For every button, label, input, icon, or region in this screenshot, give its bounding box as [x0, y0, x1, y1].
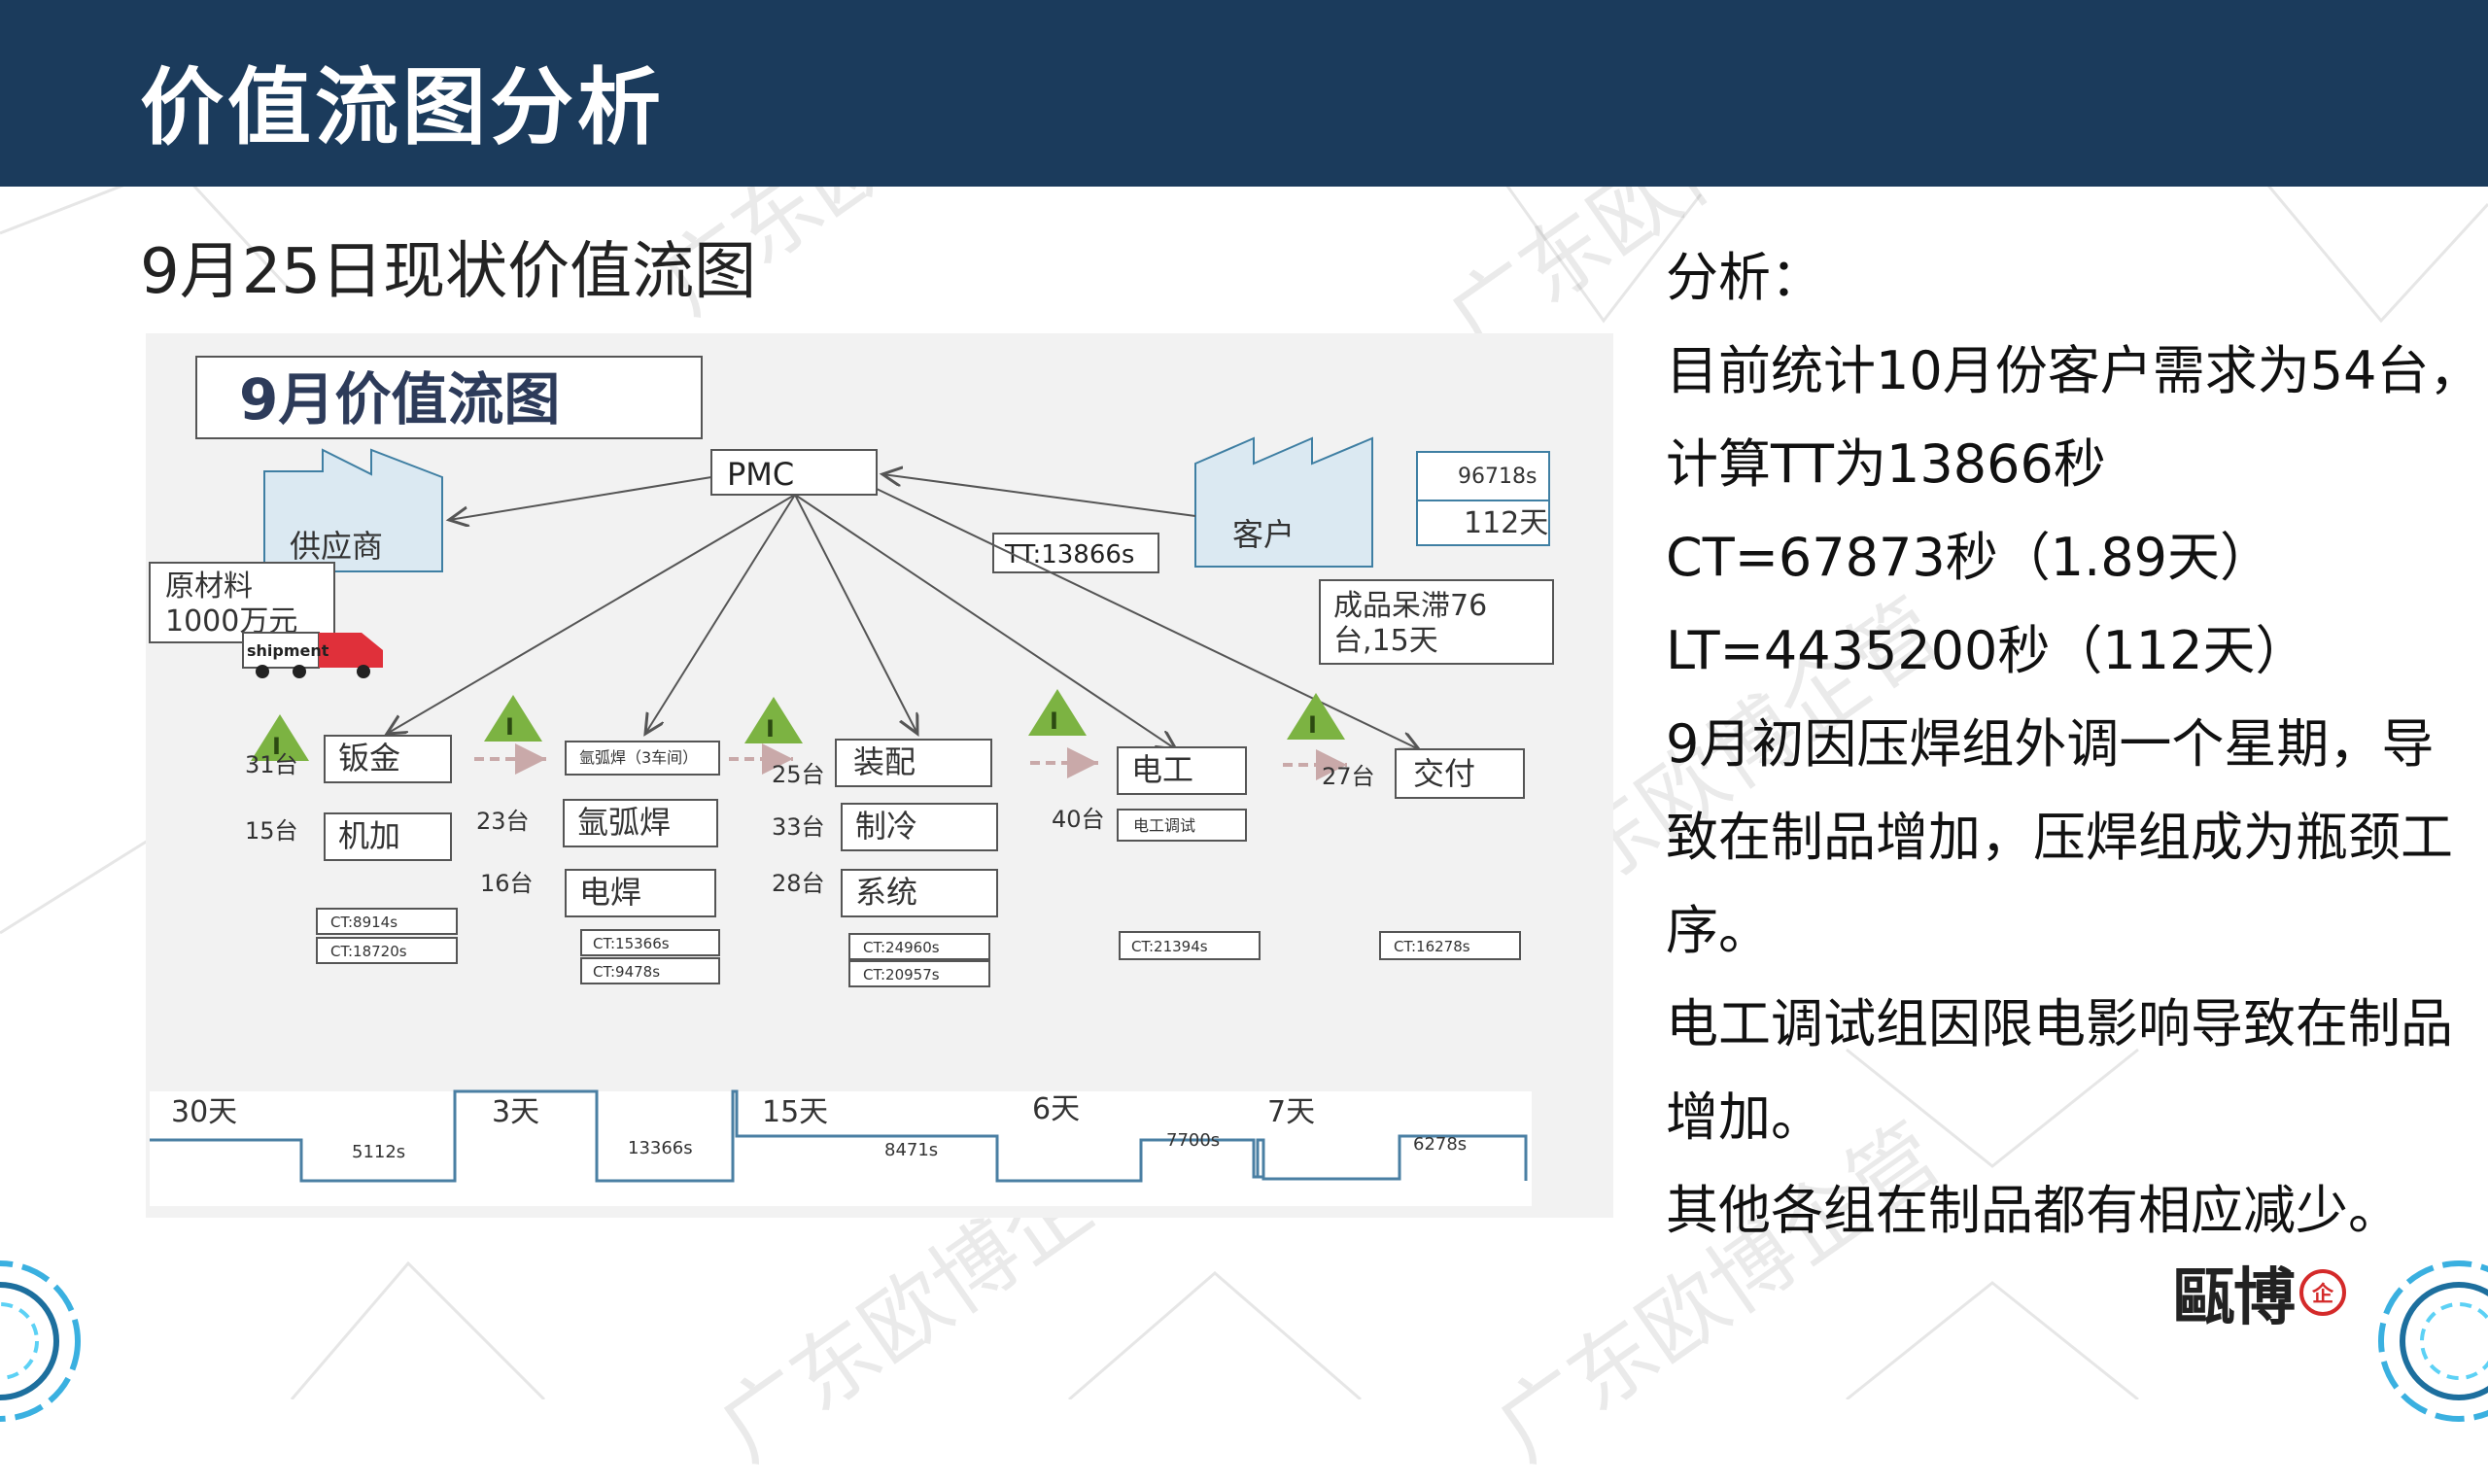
process-sheet-metal: 钣金	[338, 740, 400, 777]
analysis-line: 计算TT为13866秒	[1666, 418, 2463, 511]
logo-text: 甌博	[2173, 1248, 2294, 1337]
inventory-count: 16台	[480, 870, 534, 897]
ct-value: CT:20957s	[863, 966, 940, 984]
ct-value: CT:15366s	[593, 935, 670, 952]
ct-value: CT:8914s	[330, 914, 397, 931]
section-subtitle: 9月25日现状价值流图	[140, 222, 756, 311]
inventory-count: 33台	[772, 813, 825, 841]
corner-decoration-icon	[0, 1254, 87, 1429]
inventory-triangle-icon: I	[1028, 689, 1087, 736]
inventory-count: 23台	[476, 808, 530, 835]
process-machining: 机加	[338, 817, 400, 854]
analysis-line: 电工调试组因限电影响导致在制品	[1666, 978, 2463, 1071]
process-delivery: 交付	[1413, 755, 1475, 792]
analysis-line: 致在制品增加，压焊组成为瓶颈工	[1666, 791, 2463, 884]
inventory-count: 31台	[245, 751, 298, 778]
inventory-triangle-icon: I	[1287, 693, 1345, 740]
value-stream-diagram: 9月价值流图 PMC 供应商 客户 96718s 112天 TT:13866s …	[146, 333, 1613, 1218]
process-assembly: 装配	[853, 743, 916, 780]
timeline-second: 8471s	[884, 1140, 938, 1160]
timeline-day: 3天	[492, 1095, 539, 1129]
ct-labels: CT:8914s CT:18720s CT:15366s CT:9478s CT…	[330, 914, 1470, 984]
process-electrician-test: 电工调试	[1133, 816, 1195, 835]
demand-seconds: 96718s	[1458, 465, 1537, 489]
timeline-second: 7700s	[1166, 1130, 1220, 1151]
inventory-triangle-icon: I	[484, 695, 542, 742]
ct-value: CT:18720s	[330, 943, 407, 960]
tt-label: TT:13866s	[1004, 540, 1134, 569]
ct-value: CT:24960s	[863, 939, 940, 956]
corner-decoration-icon	[2371, 1254, 2488, 1429]
process-refrigeration: 制冷	[855, 808, 917, 845]
timeline-day: 6天	[1032, 1092, 1080, 1126]
header-bar: 价值流图分析	[0, 0, 2488, 187]
svg-text:I: I	[1308, 711, 1317, 739]
demand-days: 112天	[1464, 506, 1548, 540]
timeline-day: 7天	[1267, 1095, 1315, 1129]
analysis-line: CT=67873秒（1.89天）	[1666, 511, 2463, 604]
logo-seal-icon: 企	[2299, 1269, 2346, 1316]
raw-material-line1: 原材料	[165, 569, 253, 604]
timeline-second: 5112s	[352, 1142, 405, 1162]
page-title: 价值流图分析	[140, 39, 665, 160]
svg-text:I: I	[766, 715, 775, 742]
inventory-triangle-icon: I	[744, 697, 803, 743]
process-electric-weld: 电焊	[579, 874, 641, 911]
timeline-day: 30天	[171, 1095, 237, 1129]
analysis-line: LT=4435200秒（112天）	[1666, 604, 2463, 698]
process-electrician: 电工	[1131, 751, 1193, 788]
timeline-second: 6278s	[1413, 1134, 1467, 1155]
analysis-line: 其他各组在制品都有相应减少。	[1666, 1164, 2463, 1258]
ct-value: CT:21394s	[1131, 938, 1208, 955]
ct-value: CT:9478s	[593, 963, 660, 981]
analysis-line: 增加。	[1666, 1071, 2463, 1164]
finished-goods-line2: 台,15天	[1333, 624, 1438, 658]
finished-goods-line1: 成品呆滞76	[1333, 589, 1487, 623]
analysis-line: 序。	[1666, 884, 2463, 978]
customer-label: 客户	[1232, 516, 1295, 553]
analysis-line: 9月初因压焊组外调一个星期，导	[1666, 698, 2463, 791]
company-logo: 甌博 企	[2173, 1254, 2346, 1331]
vsm-title: 9月价值流图	[239, 366, 560, 432]
inventory-count: 25台	[772, 761, 825, 788]
process-system: 系统	[855, 874, 917, 911]
timeline-second: 13366s	[628, 1138, 693, 1158]
truck-text: shipment	[247, 641, 329, 660]
inventory-count: 15台	[245, 817, 298, 845]
process-argon-small: 氩弧焊（3车间）	[579, 748, 698, 767]
inventory-count: 27台	[1322, 763, 1375, 790]
analysis-heading: 分析：	[1666, 231, 2463, 325]
analysis-text-block: 分析： 目前统计10月份客户需求为54台， 计算TT为13866秒 CT=678…	[1666, 231, 2463, 1258]
analysis-line: 目前统计10月份客户需求为54台，	[1666, 325, 2463, 418]
inventory-count: 40台	[1052, 806, 1105, 833]
inventory-count: 28台	[772, 870, 825, 897]
svg-text:I: I	[1050, 707, 1058, 735]
svg-text:I: I	[505, 713, 514, 741]
pmc-label: PMC	[727, 456, 794, 493]
supplier-label: 供应商	[290, 528, 383, 565]
ct-value: CT:16278s	[1394, 938, 1470, 955]
value-stream-map: 9月价值流图 PMC 供应商 客户 96718s 112天 TT:13866s …	[146, 333, 1613, 1218]
process-argon: 氩弧焊	[577, 804, 671, 841]
timeline-day: 15天	[762, 1095, 828, 1129]
